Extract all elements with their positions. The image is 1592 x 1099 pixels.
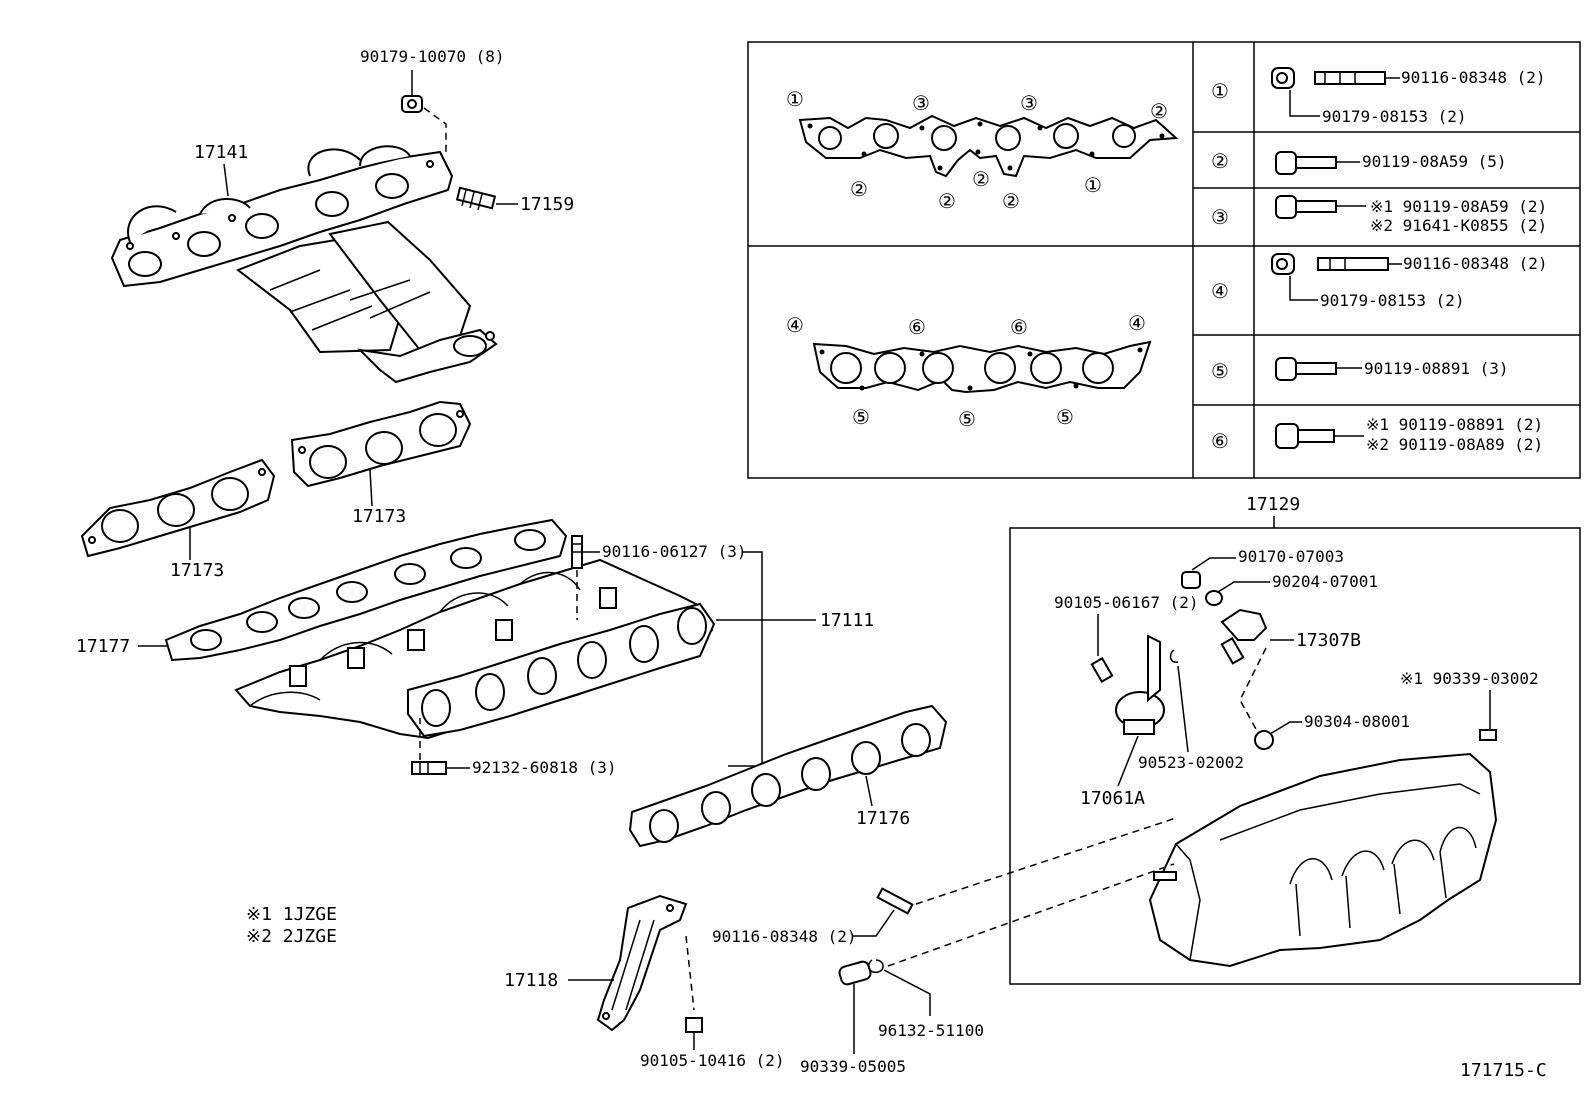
lower-mark-4: ④ xyxy=(1128,311,1146,335)
label-nut-vsv: 90170-07003 xyxy=(1238,547,1344,566)
upper-mark-6: ② xyxy=(938,189,956,213)
washer-vsv-icon xyxy=(1205,581,1270,606)
label-plug: ※1 90339-03002 xyxy=(1400,669,1539,688)
row1-line2: 90179-08153 (2) xyxy=(1322,107,1467,126)
label-stud-top: 90116-06127 (3) xyxy=(602,542,747,561)
label-17141: 17141 xyxy=(194,142,248,163)
upper-gasket-drawing xyxy=(798,114,1179,178)
label-nut-top: 90179-10070 (8) xyxy=(360,47,505,66)
upper-mark-5: ② xyxy=(850,177,868,201)
stay-17118-drawing xyxy=(596,894,688,1032)
nut-top-icon xyxy=(401,70,447,152)
gasket-17173-upper xyxy=(290,400,472,488)
label-bolt-vsv: 90105-06167 (2) xyxy=(1054,593,1199,612)
gasket-17177 xyxy=(164,518,568,662)
figure-code: 171715-C xyxy=(1460,1060,1547,1081)
lower-mark-3: ⑥ xyxy=(1010,315,1028,339)
gasket-17176 xyxy=(628,704,948,848)
row3-line1: ※1 90119-08A59 (2) xyxy=(1370,197,1547,216)
bolt-stay-icon xyxy=(685,935,703,1050)
bolt-table: ① ③ ③ ② ② ② ② ② ① ④ ⑥ ⑥ ④ ⑤ ⑤ xyxy=(747,41,1581,479)
upper-mark-9: ① xyxy=(1084,173,1102,197)
row6-line1: ※1 90119-08891 (2) xyxy=(1366,415,1543,434)
label-grommet: 90304-08001 xyxy=(1304,712,1410,731)
label-17177: 17177 xyxy=(76,636,130,657)
row4-line1: 90116-08348 (2) xyxy=(1403,254,1548,273)
upper-mark-8: ② xyxy=(1002,189,1020,213)
label-stud-plenum: 90116-08348 (2) xyxy=(712,927,857,946)
row4-fasteners xyxy=(1271,253,1402,301)
label-hose: 90339-05005 xyxy=(800,1057,906,1076)
clamp-icon xyxy=(1169,649,1189,753)
row5-fastener xyxy=(1275,357,1362,381)
row6-fastener xyxy=(1275,423,1364,449)
lower-mark-5: ⑤ xyxy=(852,405,870,429)
label-17173-a: 17173 xyxy=(352,506,406,527)
row-mark-5: ⑤ xyxy=(1211,359,1229,383)
lower-mark-2: ⑥ xyxy=(908,315,926,339)
legend-1jzge: ※1 1JZGE xyxy=(246,904,337,925)
label-17129: 17129 xyxy=(1246,494,1300,515)
row-mark-4: ④ xyxy=(1211,279,1229,303)
upper-mark-3: ③ xyxy=(1020,91,1038,115)
label-17173-b: 17173 xyxy=(170,560,224,581)
upper-mark-2: ③ xyxy=(912,91,930,115)
lower-mark-1: ④ xyxy=(786,313,804,337)
lower-gasket-drawing xyxy=(812,340,1152,394)
nut-vsv-icon xyxy=(1181,557,1236,589)
actuator-17061a-drawing xyxy=(1115,634,1165,787)
row-mark-6: ⑥ xyxy=(1211,429,1229,453)
lower-mark-7: ⑤ xyxy=(1056,405,1074,429)
label-washer-vsv: 90204-07001 xyxy=(1272,572,1378,591)
row2-fastener xyxy=(1275,151,1360,175)
row-mark-3: ③ xyxy=(1211,205,1229,229)
row6-line2: ※2 90119-08A89 (2) xyxy=(1366,435,1543,454)
upper-mark-7: ② xyxy=(972,167,990,191)
upper-mark-4: ② xyxy=(1150,99,1168,123)
grommet-icon xyxy=(1239,647,1302,750)
exhaust-manifold-drawing xyxy=(110,145,498,384)
stud-bottom-icon xyxy=(411,718,470,775)
label-17307b: 17307B xyxy=(1296,630,1361,651)
hose-icon xyxy=(838,960,872,1054)
lower-mark-6: ⑤ xyxy=(958,407,976,431)
intake-manifold-drawing xyxy=(234,558,716,740)
label-17111: 17111 xyxy=(820,610,874,631)
intake-plenum-drawing xyxy=(1148,752,1498,968)
label-17061a: 17061A xyxy=(1080,788,1145,809)
row3-line2: ※2 91641-K0855 (2) xyxy=(1370,216,1547,235)
label-17159: 17159 xyxy=(520,194,574,215)
row-mark-2: ② xyxy=(1211,149,1229,173)
row4-line2: 90179-08153 (2) xyxy=(1320,291,1465,310)
gasket-17173-lower xyxy=(80,458,276,558)
stud-top-icon xyxy=(571,535,600,620)
assembly-box xyxy=(1009,527,1581,985)
row1-fasteners xyxy=(1271,67,1400,117)
row5-line1: 90119-08891 (3) xyxy=(1364,359,1509,378)
stud-plenum-icon xyxy=(852,887,914,937)
label-bolt-stay: 90105-10416 (2) xyxy=(640,1051,785,1070)
label-17118: 17118 xyxy=(504,970,558,991)
row-mark-1: ① xyxy=(1211,79,1229,103)
label-clamp2: 90523-02002 xyxy=(1138,753,1244,772)
stud-17159-icon xyxy=(455,186,518,211)
clamp-hose-icon xyxy=(867,959,931,1016)
row2-line1: 90119-08A59 (5) xyxy=(1362,152,1507,171)
label-17176: 17176 xyxy=(856,808,910,829)
upper-mark-1: ① xyxy=(786,87,804,111)
label-clamp: 96132-51100 xyxy=(878,1021,984,1040)
bracket-17307b-drawing xyxy=(1220,608,1294,641)
row3-fastener xyxy=(1275,195,1366,219)
bolt-vsv-icon xyxy=(1090,614,1245,684)
legend-2jzge: ※2 2JZGE xyxy=(246,926,337,947)
row1-line1: 90116-08348 (2) xyxy=(1401,68,1546,87)
label-stud-bottom: 92132-60818 (3) xyxy=(472,758,617,777)
plug-icon xyxy=(1479,690,1497,741)
